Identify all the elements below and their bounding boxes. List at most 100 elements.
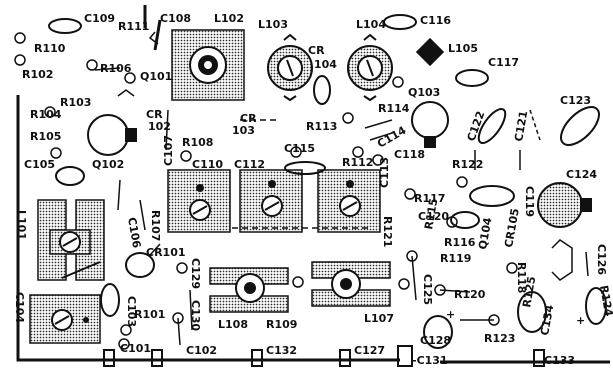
solder-pads — [14, 32, 518, 350]
label-cr103-a: CR — [240, 112, 257, 125]
label-c106: C106 — [125, 216, 143, 249]
label-cr101: CR101 — [146, 246, 186, 259]
label-c131: -C131 — [412, 354, 448, 367]
label-c113: C113 — [378, 157, 391, 188]
label-r107: R107 — [149, 210, 162, 241]
label-r105: R105 — [30, 130, 61, 143]
label-c105: C105 — [24, 158, 55, 171]
oval-capacitors — [48, 14, 607, 349]
label-c104: C104 — [13, 292, 26, 323]
trimmer-c112 — [239, 169, 303, 233]
board-traces — [16, 5, 610, 364]
label-c132: C132 — [266, 344, 297, 357]
label-r110: R110 — [34, 42, 66, 55]
label-l102: L102 — [214, 12, 244, 25]
label-r120: R120 — [454, 288, 486, 301]
label-r102: R102 — [22, 68, 53, 81]
coil-l103 — [267, 33, 313, 102]
label-c115: C115 — [284, 142, 315, 155]
label-c129: C129 — [189, 258, 202, 289]
label-r108: R108 — [182, 136, 213, 149]
label-r103: R103 — [60, 96, 91, 109]
label-c121: C121 — [512, 110, 530, 143]
trimmer-r112 — [317, 169, 381, 233]
label-c101: C101 — [120, 342, 151, 355]
label-c123: C123 — [560, 94, 591, 107]
label-c109: C109 — [84, 12, 115, 25]
label-r114: R114 — [378, 102, 410, 115]
label-cr103-b: 103 — [232, 124, 255, 137]
bottom-connectors — [103, 345, 545, 367]
component-labels: C109 R111 C108 L102 L103 L104 C116 R110 … — [13, 12, 613, 367]
label-cr104-b: 104 — [314, 58, 337, 71]
label-c116: C116 — [420, 14, 451, 27]
label-r109: R109 — [266, 318, 297, 331]
label-c122: C122 — [465, 109, 488, 143]
label-c112: C112 — [234, 158, 265, 171]
label-l107: L107 — [364, 312, 394, 325]
label-r115: R115 — [422, 197, 440, 230]
label-c103: C103 — [125, 296, 138, 327]
label-c108: C108 — [160, 12, 191, 25]
trimmer-c110 — [167, 169, 231, 233]
coil-l104 — [347, 33, 393, 102]
label-r123: R123 — [484, 332, 515, 345]
label-cr102-a: CR — [146, 108, 163, 121]
label-c117: C117 — [488, 56, 519, 69]
component-leads — [94, 31, 589, 346]
choke-l105 — [415, 37, 445, 67]
label-c102: C102 — [186, 344, 217, 357]
label-c110: C110 — [192, 158, 223, 171]
coil-l101 — [37, 199, 105, 281]
label-c114: C114 — [375, 124, 409, 151]
label-r121: R121 — [381, 216, 394, 247]
label-c124: C124 — [566, 168, 597, 181]
label-cr104-a: CR — [308, 44, 325, 57]
label-c126: C126 — [595, 244, 608, 275]
label-cr102-b: 102 — [148, 120, 171, 133]
label-l104: L104 — [356, 18, 386, 31]
trimmer-c104 — [29, 294, 101, 344]
label-r118: R118 — [515, 262, 528, 293]
label-r106: R106 — [100, 62, 132, 75]
label-q104: Q104 — [476, 216, 494, 250]
label-l108: L108 — [218, 318, 248, 331]
label-q102: Q102 — [92, 158, 124, 171]
label-r122: R122 — [452, 158, 483, 171]
label-l103: L103 — [258, 18, 288, 31]
label-c128: C128 — [420, 334, 451, 347]
label-q101: Q101 — [140, 70, 172, 83]
label-l101: L101 — [15, 210, 28, 240]
label-q103: Q103 — [408, 86, 440, 99]
label-c120: C120 — [418, 210, 449, 223]
label-plus-left: + — [446, 308, 455, 321]
label-r124: R124 — [597, 284, 613, 318]
label-c133: C133 — [544, 354, 575, 367]
label-c119: C119 — [523, 186, 536, 217]
label-c125: C125 — [421, 274, 434, 305]
label-r111: R111 — [118, 20, 149, 33]
coil-l108 — [209, 267, 289, 313]
coil-l102 — [171, 29, 245, 101]
capacitor-c124 — [537, 182, 592, 228]
label-r104: R104 — [30, 108, 62, 121]
label-c107: C107 — [162, 135, 175, 166]
transistor-q102 — [87, 114, 137, 156]
label-c130: C130 — [189, 300, 202, 331]
label-cr105: CR105 — [502, 207, 522, 248]
label-c127: C127 — [354, 344, 385, 357]
label-r112: R112 — [342, 156, 373, 169]
label-r101: R101 — [134, 308, 165, 321]
label-r113: R113 — [306, 120, 337, 133]
transistor-q103 — [411, 101, 449, 148]
label-l105: L105 — [448, 42, 478, 55]
label-plus-right: + — [576, 314, 585, 327]
label-c118: C118 — [394, 148, 425, 161]
coil-l107 — [311, 261, 391, 307]
label-c134: C134 — [538, 303, 556, 336]
label-r119: R119 — [440, 252, 471, 265]
label-r117: R117 — [414, 192, 445, 205]
label-r116: R116 — [444, 236, 476, 249]
label-r125: R125 — [520, 275, 538, 308]
